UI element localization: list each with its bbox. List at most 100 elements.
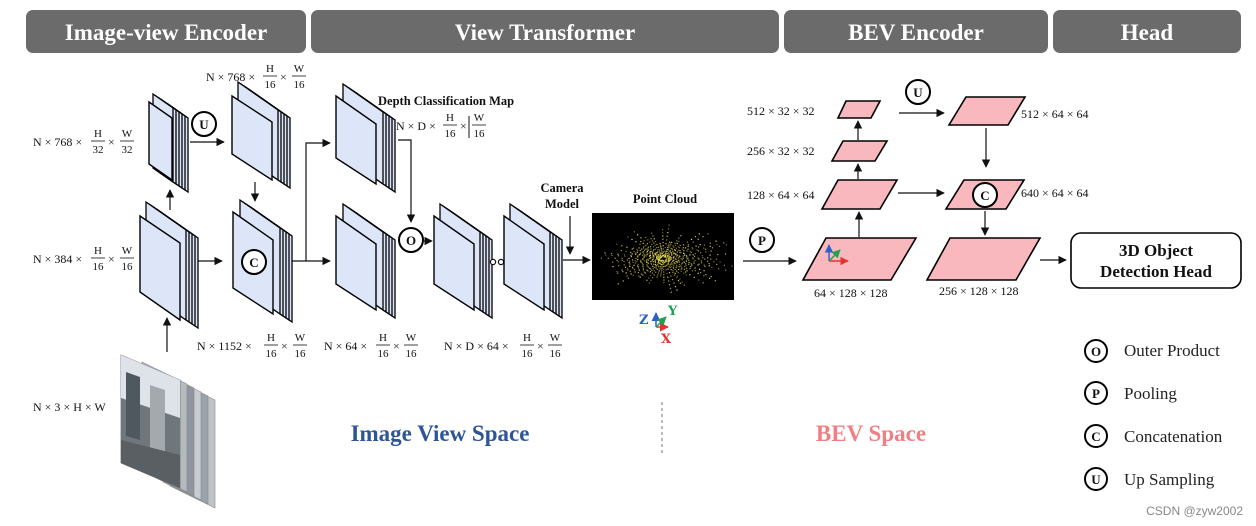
point-cloud-dot xyxy=(658,270,660,272)
point-cloud-dot xyxy=(684,247,687,249)
point-cloud-dot xyxy=(690,251,693,253)
point-cloud-dot xyxy=(657,255,659,257)
point-cloud-dot xyxy=(711,247,714,249)
point-cloud-dot xyxy=(697,250,700,252)
point-cloud-dot xyxy=(710,276,712,278)
point-cloud-dot xyxy=(665,252,667,254)
point-cloud-dot xyxy=(679,251,681,253)
point-cloud-dot xyxy=(665,243,667,245)
point-cloud-dot xyxy=(662,251,664,253)
point-cloud-dot xyxy=(642,269,644,271)
svg-text:H: H xyxy=(94,128,102,140)
point-cloud-dot xyxy=(646,279,648,281)
point-cloud-dot xyxy=(656,243,658,246)
point-cloud-dot xyxy=(663,256,666,258)
point-cloud-dot xyxy=(642,251,644,253)
point-cloud-dot xyxy=(703,270,705,272)
point-cloud-dot xyxy=(667,268,669,270)
point-cloud-dot xyxy=(657,246,659,248)
point-cloud-dot xyxy=(673,259,675,261)
point-cloud-dot xyxy=(677,249,679,251)
point-cloud-dot xyxy=(682,255,684,257)
point-cloud-dot xyxy=(643,249,646,251)
point-cloud-dot xyxy=(657,272,660,274)
point-cloud-dot xyxy=(697,238,699,240)
point-cloud-dot xyxy=(656,254,658,256)
point-cloud-dot xyxy=(610,252,613,255)
input-dim-label: N × 3 × H × W xyxy=(33,400,106,414)
header-bar: Image-view Encoder View Transformer BEV … xyxy=(26,10,1241,53)
axis-z-label: Z xyxy=(639,313,649,328)
point-cloud-label: Point Cloud xyxy=(633,192,697,206)
point-cloud-dot xyxy=(682,257,684,259)
svg-text:O: O xyxy=(1091,344,1101,359)
point-cloud-dot xyxy=(680,270,682,272)
point-cloud-dot xyxy=(633,269,636,271)
point-cloud-dot xyxy=(662,238,664,240)
point-cloud-dot xyxy=(683,284,685,286)
header-view-transformer: View Transformer xyxy=(455,20,635,45)
svg-text:H: H xyxy=(94,245,102,257)
point-cloud-dot xyxy=(667,262,670,264)
point-cloud-dot xyxy=(638,275,640,277)
point-cloud-dot xyxy=(683,261,685,263)
point-cloud-dot xyxy=(671,265,673,267)
point-cloud-dot xyxy=(670,257,672,259)
point-cloud-dot xyxy=(672,245,674,247)
point-cloud-dot xyxy=(683,252,685,254)
point-cloud-dot xyxy=(671,252,673,254)
point-cloud-dot xyxy=(681,267,683,269)
point-cloud-dot xyxy=(671,254,673,256)
point-cloud-dot xyxy=(663,263,665,265)
point-cloud-dot xyxy=(652,253,654,255)
point-cloud-dot xyxy=(655,265,657,267)
point-cloud-dot xyxy=(647,253,649,255)
point-cloud-dot xyxy=(662,241,664,244)
point-cloud-dot xyxy=(697,272,699,274)
input-camera-images xyxy=(120,354,216,509)
point-cloud-dot xyxy=(648,277,650,279)
point-cloud-dot xyxy=(650,279,652,281)
point-cloud-dot xyxy=(684,253,686,255)
point-cloud-dot xyxy=(674,244,677,246)
point-cloud-dot xyxy=(671,279,674,281)
point-cloud-dot xyxy=(635,253,637,255)
point-cloud-dot xyxy=(647,262,649,264)
point-cloud-dot xyxy=(671,248,673,250)
point-cloud-dot xyxy=(661,262,663,264)
point-cloud-dot xyxy=(668,257,670,259)
point-cloud-dot xyxy=(672,257,674,259)
point-cloud-dot xyxy=(686,256,688,258)
point-cloud-dot xyxy=(707,260,709,262)
point-cloud-dot xyxy=(666,239,668,241)
point-cloud-dot xyxy=(672,271,674,273)
point-cloud-dot xyxy=(646,250,648,253)
point-cloud-dot xyxy=(666,272,668,275)
point-cloud-dot xyxy=(667,249,669,251)
point-cloud-dot xyxy=(670,269,672,271)
point-cloud-dot xyxy=(666,254,668,256)
point-cloud-dot xyxy=(646,265,648,267)
point-cloud-dot xyxy=(654,254,656,256)
point-cloud-dot xyxy=(630,254,632,256)
point-cloud-dot xyxy=(676,262,678,264)
point-cloud-dot xyxy=(668,272,671,274)
point-cloud-dot xyxy=(655,253,657,255)
point-cloud-dot xyxy=(699,244,701,246)
point-cloud-dot xyxy=(681,259,683,261)
dim-384-16: N × 384 × H 16 × W 16 xyxy=(33,245,134,273)
point-cloud-dot xyxy=(636,248,638,250)
point-cloud-dot xyxy=(625,272,627,274)
point-cloud-dot xyxy=(637,263,639,265)
point-cloud-dot xyxy=(668,258,671,260)
point-cloud-dot xyxy=(628,262,630,264)
point-cloud-dot xyxy=(685,263,687,265)
point-cloud-dot xyxy=(662,261,664,263)
point-cloud-dot xyxy=(642,257,644,260)
point-cloud-dot xyxy=(650,260,652,263)
point-cloud-dot xyxy=(659,258,661,260)
svg-text:W: W xyxy=(474,112,485,124)
point-cloud-dot xyxy=(653,270,655,272)
point-cloud-dot xyxy=(659,262,661,264)
point-cloud-dot xyxy=(657,249,659,251)
